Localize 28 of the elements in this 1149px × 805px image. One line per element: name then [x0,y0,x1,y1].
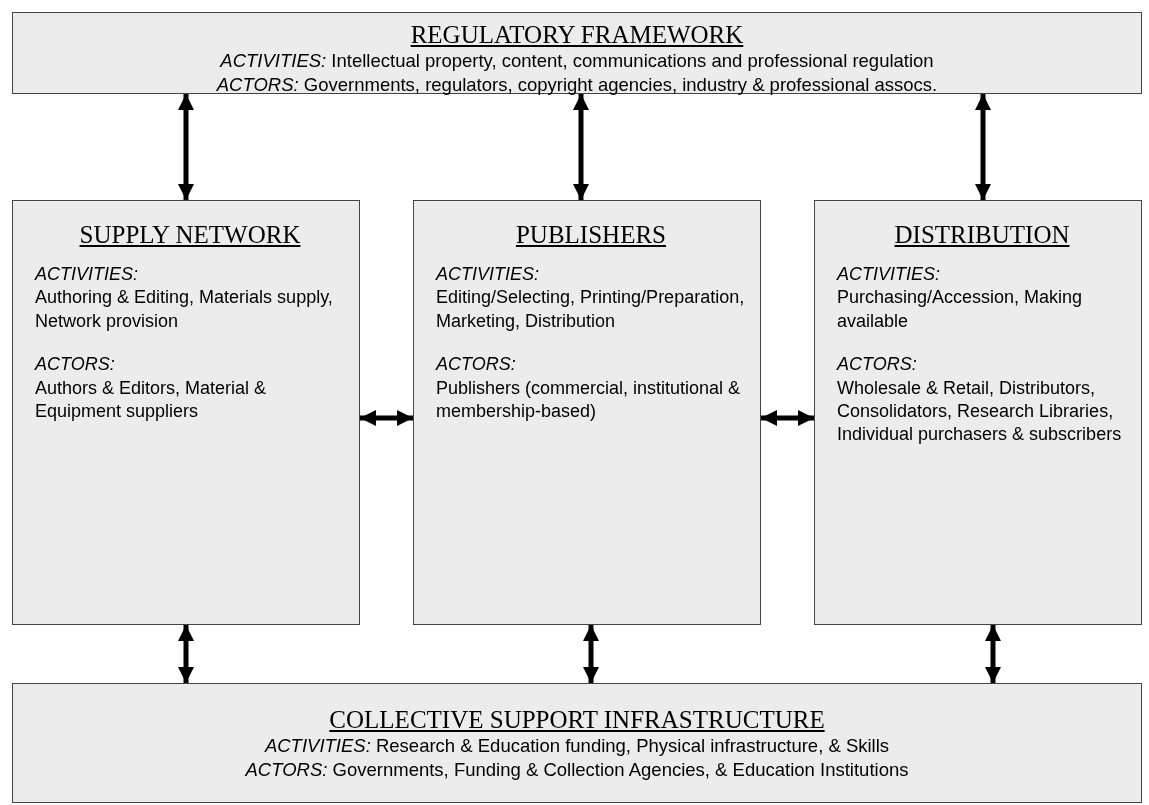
double-arrow [985,625,1001,683]
box-text: ACTIVITIES: Authoring & Editing, Materials supply, Network provision [35,263,334,333]
double-arrow [761,410,814,426]
double-arrow [583,625,599,683]
box-text: ACTORS: Publishers (commercial, institutional & membership-based) [436,353,742,423]
box-heading: DISTRIBUTION [894,221,1070,249]
box-text: ACTIVITIES: Intellectual property, content, communications and professional regulation [218,49,935,73]
box-text: ACTORS: Governments, regulators, copyright agencies, industry & professional assocs. [215,73,939,98]
box-text: ACTIVITIES: Purchasing/Accession, Making available [837,263,1084,333]
double-arrow [975,94,991,200]
box-text: ACTORS: Authors & Editors, Material & Equipment suppliers [35,353,268,423]
double-arrow [178,94,194,200]
box-text: ACTORS: Wholesale & Retail, Distributors, Consolidators, Research Libraries, Individual purchasers & subscribers [837,353,1123,447]
box-text: ACTIVITIES: Research & Education funding, Physical infrastructure, & Skills [263,734,891,758]
double-arrow [178,625,194,683]
box-heading: REGULATORY FRAMEWORK [409,21,745,49]
double-arrow [360,410,413,426]
box-heading: COLLECTIVE SUPPORT INFRASTRUCTURE [328,706,826,734]
process-box [814,200,1142,625]
box-heading: SUPPLY NETWORK [79,221,301,249]
process-box [12,200,360,625]
process-box [12,12,1142,94]
box-text: ACTORS: Governments, Funding & Collection Agencies, & Education Institutions [244,758,910,783]
double-arrow [573,94,589,200]
box-text: ACTIVITIES: Editing/Selecting, Printing/Preparation, Marketing, Distribution [436,263,746,333]
process-box [413,200,761,625]
process-box [12,683,1142,803]
box-heading: PUBLISHERS [515,221,666,249]
